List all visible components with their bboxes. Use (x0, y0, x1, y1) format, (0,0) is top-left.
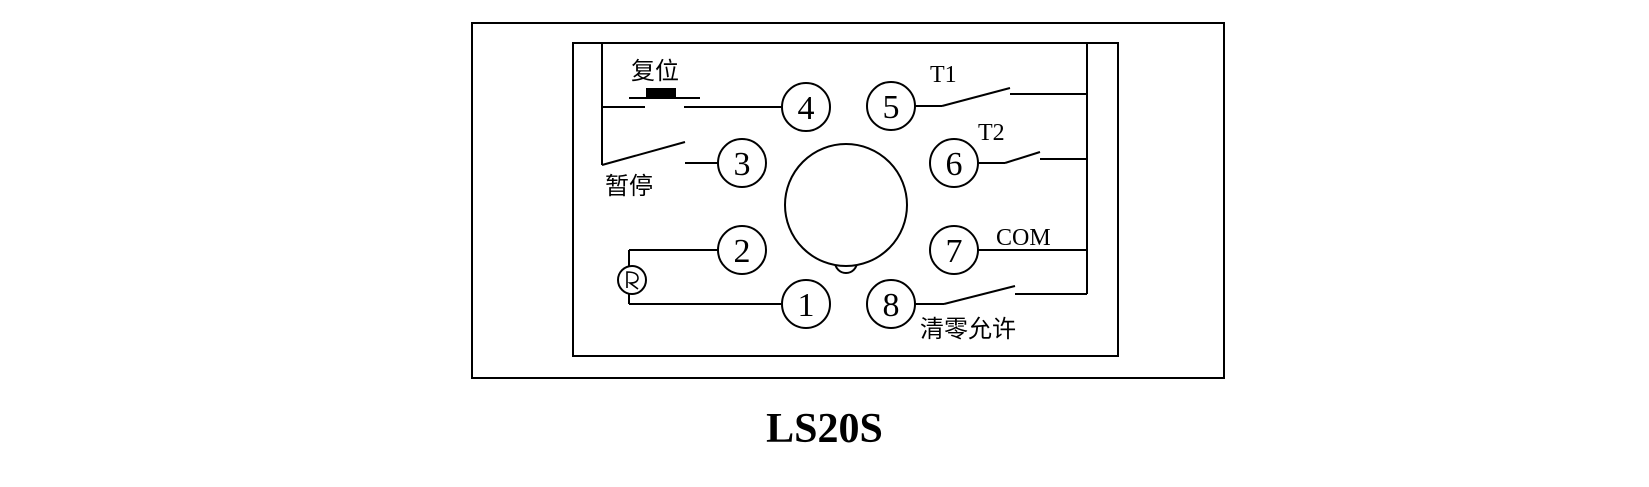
svg-text:8: 8 (883, 287, 900, 324)
terminal-7: 7 (929, 225, 979, 275)
terminal-8: 8 (866, 279, 916, 329)
pause-switch (601, 107, 718, 166)
com-label: COM (996, 225, 1051, 251)
outer-frame (471, 22, 1225, 379)
sensor-icon (617, 265, 647, 295)
t2-switch (976, 151, 1087, 164)
socket-circle (784, 143, 908, 267)
svg-text:4: 4 (798, 90, 815, 127)
svg-text:2: 2 (734, 233, 751, 270)
t2-label: T2 (978, 120, 1005, 146)
inner-frame (572, 42, 1119, 357)
terminal-4: 4 (781, 82, 831, 132)
sensor-wiring (628, 249, 781, 305)
t1-switch (914, 87, 1087, 107)
reset-switch (601, 43, 781, 108)
model-title: LS20S (766, 406, 883, 452)
svg-text:6: 6 (946, 146, 963, 183)
t1-label: T1 (930, 62, 957, 88)
pause-label: 暂停 (605, 172, 653, 200)
terminal-2: 2 (717, 225, 767, 275)
terminal-3: 3 (717, 138, 767, 188)
svg-text:1: 1 (798, 287, 815, 324)
terminal-6: 6 (929, 138, 979, 188)
clear-allow-switch (914, 285, 1087, 305)
terminal-5: 5 (866, 81, 916, 131)
terminal-1: 1 (781, 279, 831, 329)
svg-text:5: 5 (883, 89, 900, 126)
svg-text:7: 7 (946, 233, 963, 270)
reset-label: 复位 (631, 57, 679, 85)
wiring-diagram: 复位 暂停 T1 T2 COM 清零允许 (471, 22, 1225, 379)
clear-allow-label: 清零允许 (920, 315, 1016, 343)
svg-text:3: 3 (734, 146, 751, 183)
